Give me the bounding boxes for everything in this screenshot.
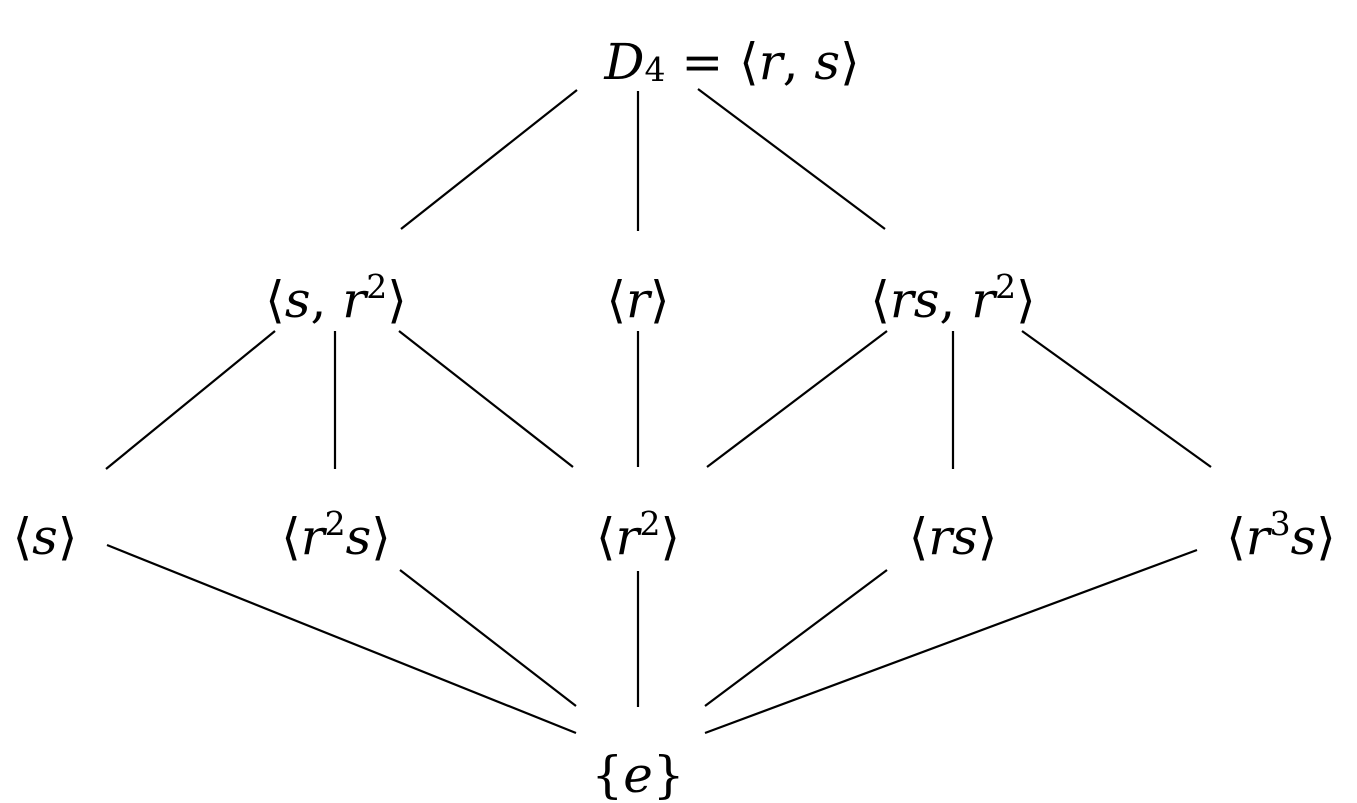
node-r3s: ⟨r3s⟩ xyxy=(1226,504,1336,566)
node-r2s: ⟨r2s⟩ xyxy=(281,504,391,566)
edge-s-to-e xyxy=(106,543,577,735)
node-r: ⟨r⟩ xyxy=(607,271,670,329)
node-rs: ⟨rs⟩ xyxy=(909,508,998,566)
node-rs-r2: ⟨rs, r2⟩ xyxy=(870,267,1035,329)
edge-r2s-to-e xyxy=(399,569,577,707)
node-e: {e} xyxy=(591,746,684,803)
edge-rs-r2-to-r2 xyxy=(706,330,888,468)
edge-rs-to-e xyxy=(704,569,888,707)
edge-s-r2-to-s xyxy=(105,330,276,470)
edge-d4-to-rs-r2 xyxy=(697,88,886,230)
lattice-edges xyxy=(105,88,1212,735)
node-s-r2: ⟨s, r2⟩ xyxy=(265,267,406,329)
node-s: ⟨s⟩ xyxy=(13,508,78,566)
lattice-nodes: D4 = ⟨r, s⟩ ⟨s, r2⟩ ⟨r⟩ ⟨rs, r2⟩ ⟨s⟩ ⟨r2s⟩ ⟨r2… xyxy=(13,33,1336,803)
node-r2: ⟨r2⟩ xyxy=(596,504,680,566)
edge-rs-r2-to-r3s xyxy=(1021,330,1212,468)
edge-r3s-to-e xyxy=(704,548,1198,735)
node-d4: D4 = ⟨r, s⟩ xyxy=(603,33,859,91)
edge-d4-to-s-r2 xyxy=(400,89,578,230)
edge-s-r2-to-r2 xyxy=(398,330,574,468)
